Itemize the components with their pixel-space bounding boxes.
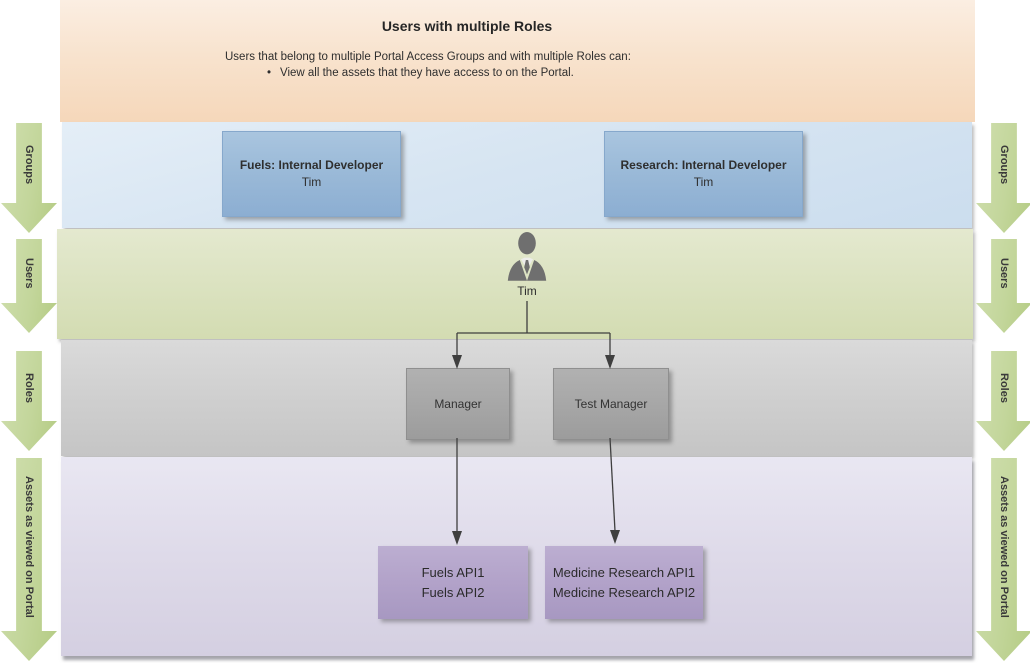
group-box-member: Tim: [301, 175, 322, 189]
lane-label: Users: [23, 257, 35, 289]
diagram-title: Users with multiple Roles: [381, 18, 553, 34]
groups-lane-band: [62, 122, 972, 228]
asset-line: Medicine Research API2: [552, 584, 696, 600]
fuels-group-box: Fuels: Internal Developer Tim: [222, 131, 401, 217]
group-box-title: Fuels: Internal Developer: [239, 158, 384, 173]
lane-label: Roles: [998, 373, 1010, 403]
lane-label: Groups: [23, 145, 35, 185]
lane-arrow-roles-right: Roles: [976, 351, 1030, 451]
lane-label: Assets as viewed on Portal: [23, 475, 35, 618]
user-tim: Tim: [497, 231, 557, 298]
lane-arrow-groups-right: Groups: [976, 123, 1030, 233]
manager-role-box: Manager: [406, 368, 510, 440]
bullet-row: • View all the assets that they have acce…: [258, 67, 574, 79]
group-box-member: Tim: [693, 175, 714, 189]
lane-arrow-users-right: Users: [976, 239, 1030, 333]
roles-lane-band: [61, 340, 972, 456]
lane-label: Roles: [23, 373, 35, 403]
role-box-label: Test Manager: [574, 397, 648, 411]
asset-line: Medicine Research API1: [552, 565, 696, 580]
fuels-assets-box: Fuels API1 Fuels API2: [378, 546, 528, 619]
lane-arrow-groups-left: Groups: [1, 123, 57, 233]
lane-arrow-roles-left: Roles: [1, 351, 57, 451]
person-icon: [507, 232, 547, 281]
intro-text: Users that belong to multiple Portal Acc…: [225, 51, 631, 63]
asset-line: Fuels API2: [421, 584, 485, 600]
lane-label: Groups: [998, 145, 1010, 185]
bullet-glyph: •: [266, 67, 272, 79]
group-box-title: Research: Internal Developer: [620, 158, 787, 173]
lane-label: Assets as viewed on Portal: [998, 475, 1010, 618]
bullet-text: View all the assets that they have acces…: [280, 67, 574, 79]
lane-arrow-users-left: Users: [1, 239, 57, 333]
role-box-label: Manager: [434, 397, 482, 411]
lane-arrow-assets-left: Assets as viewed on Portal: [1, 458, 57, 661]
test-manager-role-box: Test Manager: [553, 368, 669, 440]
user-name-label: Tim: [517, 284, 537, 298]
medicine-assets-box: Medicine Research API1 Medicine Research…: [545, 546, 703, 619]
header-band: Users with multiple Roles Users that bel…: [60, 0, 975, 122]
lane-label: Users: [998, 257, 1010, 289]
users-lane-band: [57, 229, 973, 339]
research-group-box: Research: Internal Developer Tim: [604, 131, 803, 217]
lane-arrow-assets-right: Assets as viewed on Portal: [976, 458, 1030, 661]
asset-line: Fuels API1: [421, 565, 485, 580]
